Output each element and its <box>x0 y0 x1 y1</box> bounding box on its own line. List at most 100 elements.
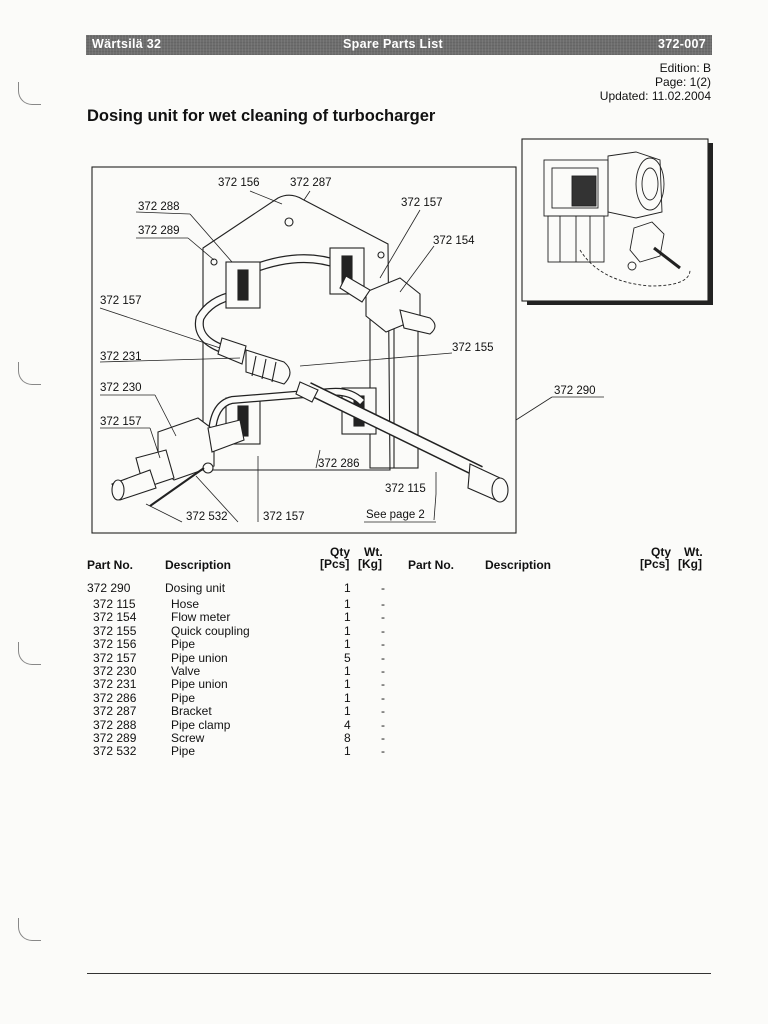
callout-372-157-lower: 372 157 <box>100 416 142 428</box>
table-row: 372 286 Pipe 1 - <box>0 690 768 706</box>
part-description: Hose <box>171 597 200 611</box>
col-header-wt-unit-right: [Kg] <box>678 557 702 571</box>
binder-hole <box>18 642 41 665</box>
col-header-part-no-right: Part No. <box>408 558 455 572</box>
col-header-qty-right: Qty <box>651 545 672 559</box>
callout-372-287: 372 287 <box>290 177 332 189</box>
part-number: 372 290 <box>87 581 131 595</box>
table-row: 372 155 Quick coupling 1 - <box>0 623 768 639</box>
table-row: 372 532 Pipe 1 - <box>0 744 768 759</box>
binder-hole <box>18 362 41 385</box>
page-title: Dosing unit for wet cleaning of turbocha… <box>87 107 436 125</box>
part-weight: - <box>381 677 385 692</box>
part-number: 372 231 <box>93 677 137 692</box>
part-description: Pipe <box>171 690 196 705</box>
updated-date: Updated: 11.02.2004 <box>599 89 711 103</box>
part-weight: - <box>381 731 385 745</box>
table-row: 372 156 Pipe 1 - <box>0 637 768 652</box>
binder-hole <box>18 918 41 941</box>
col-header-wt-unit: [Kg] <box>358 557 382 571</box>
header-doc-number: 372-007 <box>658 37 706 51</box>
col-header-qty-unit: [Pcs] <box>320 557 350 571</box>
callout-372-288: 372 288 <box>138 201 180 213</box>
callout-372-157-bottom: 372 157 <box>263 511 305 523</box>
part-qty: 1 <box>344 744 351 759</box>
main-drawing-frame <box>91 166 517 534</box>
header-company: Wärtsilä 32 <box>92 37 162 51</box>
callout-372-157-top: 372 157 <box>401 197 443 209</box>
binder-hole <box>18 82 41 105</box>
part-qty: 4 <box>344 717 351 732</box>
col-header-description: Description <box>165 558 232 572</box>
part-number: 372 115 <box>93 597 136 611</box>
part-description: Pipe union <box>171 677 228 692</box>
part-qty: 1 <box>344 581 351 595</box>
edition: Edition: B <box>659 61 711 75</box>
callout-372-157-left: 372 157 <box>100 295 142 307</box>
part-weight: - <box>381 610 385 625</box>
col-header-qty-unit-right: [Pcs] <box>640 557 670 571</box>
part-weight: - <box>381 664 385 678</box>
col-header-part-no: Part No. <box>87 558 134 572</box>
callout-372-289: 372 289 <box>138 225 180 237</box>
callout-372-231: 372 231 <box>100 351 142 363</box>
part-weight: - <box>381 623 385 638</box>
part-description: Valve <box>171 664 201 678</box>
part-number: 372 286 <box>93 690 137 705</box>
part-description: Pipe <box>171 744 196 759</box>
part-description: Quick coupling <box>171 623 250 638</box>
part-qty: 5 <box>344 650 351 665</box>
part-qty: 1 <box>344 677 351 692</box>
part-qty: 1 <box>344 664 351 678</box>
table-row: 372 115 Hose 1 - <box>0 597 768 612</box>
callout-372-154: 372 154 <box>433 235 475 247</box>
part-number: 372 155 <box>93 623 137 638</box>
part-weight: - <box>381 717 385 732</box>
part-number: 372 154 <box>93 610 137 625</box>
see-page-2-note: See page 2 <box>366 509 425 521</box>
part-weight: - <box>381 597 385 611</box>
part-qty: 1 <box>344 623 351 638</box>
col-header-qty: Qty <box>330 545 351 559</box>
part-description: Bracket <box>171 704 212 719</box>
part-description: Screw <box>171 731 205 745</box>
part-qty: 1 <box>344 690 351 705</box>
part-weight: - <box>381 690 385 705</box>
part-qty: 1 <box>344 637 351 652</box>
callout-372-155: 372 155 <box>452 342 494 354</box>
part-weight: - <box>381 581 385 595</box>
part-number: 372 156 <box>93 637 137 652</box>
part-qty: 8 <box>344 731 351 745</box>
inset-drawing-frame <box>521 138 709 302</box>
part-number: 372 288 <box>93 717 137 732</box>
table-row: 372 230 Valve 1 - <box>0 664 768 679</box>
col-header-wt-right: Wt. <box>684 545 703 559</box>
table-row: 372 287 Bracket 1 - <box>0 704 768 719</box>
part-number: 372 157 <box>93 650 137 665</box>
table-row: 372 289 Screw 8 - <box>0 731 768 746</box>
header-bar: Wärtsilä 32 Spare Parts List 372-007 <box>86 35 712 55</box>
footer-rule <box>87 973 711 974</box>
part-qty: 1 <box>344 610 351 625</box>
table-row: 372 290 Dosing unit 1 - <box>0 581 768 596</box>
callout-372-290: 372 290 <box>554 385 596 397</box>
part-number: 372 287 <box>93 704 137 719</box>
table-row: 372 231 Pipe union 1 - <box>0 677 768 692</box>
table-row: 372 154 Flow meter 1 - <box>0 610 768 625</box>
part-qty: 1 <box>344 704 351 719</box>
callout-372-230: 372 230 <box>100 382 142 394</box>
col-header-wt: Wt. <box>364 545 383 559</box>
part-qty: 1 <box>344 597 351 611</box>
part-weight: - <box>381 637 385 652</box>
header-doc-type: Spare Parts List <box>343 37 443 51</box>
part-weight: - <box>381 744 385 759</box>
part-weight: - <box>381 704 385 719</box>
callout-372-532: 372 532 <box>186 511 228 523</box>
callout-372-156: 372 156 <box>218 177 260 189</box>
col-header-description-right: Description <box>485 558 552 572</box>
part-description: Pipe union <box>171 650 228 665</box>
part-number: 372 230 <box>93 664 137 678</box>
part-description: Pipe <box>171 637 196 652</box>
document-meta: Edition: B Page: 1(2) Updated: 11.02.200… <box>600 61 711 103</box>
